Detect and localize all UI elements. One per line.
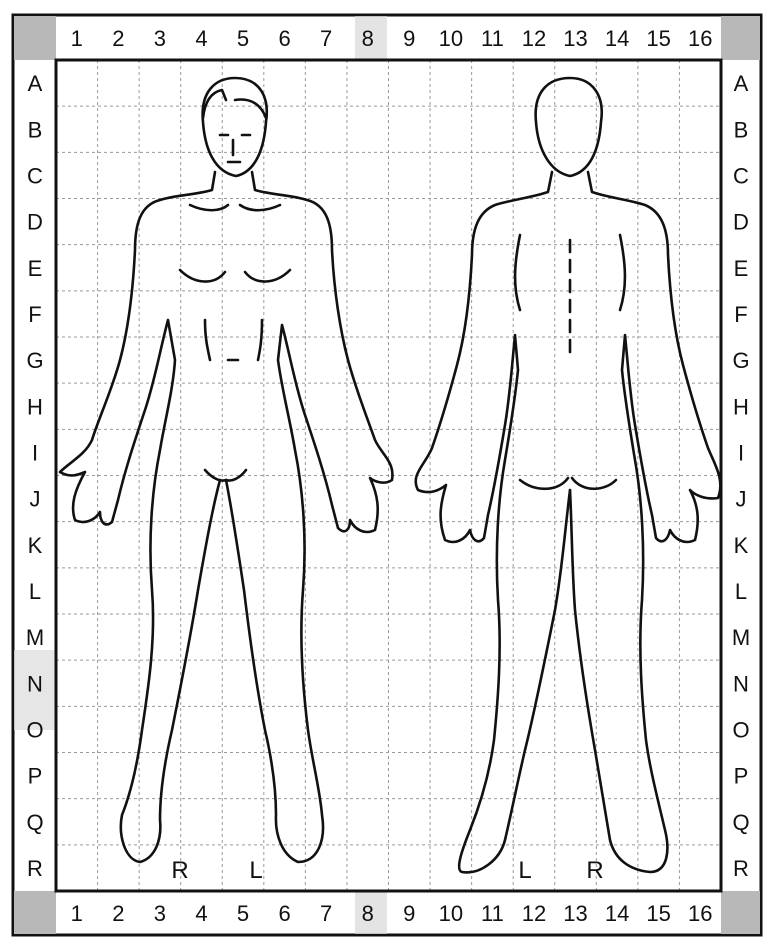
column-label-bottom: 2 bbox=[112, 901, 124, 926]
row-label-right: Q bbox=[732, 810, 749, 835]
column-label-top: 4 bbox=[195, 26, 207, 51]
column-label-top: 12 bbox=[522, 26, 546, 51]
back-right-label: R bbox=[586, 857, 603, 884]
row-label-left: R bbox=[27, 856, 43, 881]
row-label-left: E bbox=[28, 256, 43, 281]
row-label-left: K bbox=[28, 533, 43, 558]
row-label-left: L bbox=[29, 579, 41, 604]
row-label-right: B bbox=[734, 117, 749, 142]
row-label-left: F bbox=[28, 302, 41, 327]
row-label-left: D bbox=[27, 210, 43, 235]
column-label-bottom: 15 bbox=[646, 901, 670, 926]
column-label-top: 13 bbox=[563, 26, 587, 51]
column-label-top: 11 bbox=[481, 26, 504, 51]
column-label-top: 5 bbox=[237, 26, 249, 51]
column-label-top: 3 bbox=[154, 26, 166, 51]
row-label-right: J bbox=[736, 487, 747, 512]
row-label-right: D bbox=[733, 210, 749, 235]
column-label-top: 8 bbox=[362, 26, 374, 51]
row-label-left: Q bbox=[26, 810, 43, 835]
row-label-right: K bbox=[734, 533, 749, 558]
column-label-top: 9 bbox=[403, 26, 415, 51]
row-label-right: F bbox=[734, 302, 747, 327]
column-label-bottom: 9 bbox=[403, 901, 415, 926]
row-label-right: G bbox=[732, 348, 749, 373]
row-label-left: O bbox=[26, 717, 43, 742]
corner-shade-bl bbox=[14, 891, 56, 934]
row-label-left: G bbox=[26, 348, 43, 373]
front-right-label: R bbox=[171, 857, 188, 884]
column-label-bottom: 8 bbox=[362, 901, 374, 926]
row-label-left: H bbox=[27, 394, 43, 419]
row-label-left: J bbox=[30, 487, 41, 512]
column-label-bottom: 14 bbox=[605, 901, 629, 926]
column-label-top: 14 bbox=[605, 26, 629, 51]
column-label-bottom: 7 bbox=[320, 901, 332, 926]
row-label-right: I bbox=[738, 440, 744, 465]
column-label-bottom: 1 bbox=[71, 901, 83, 926]
row-label-right: R bbox=[733, 856, 749, 881]
back-left-label: L bbox=[518, 857, 531, 884]
row-label-right: O bbox=[732, 717, 749, 742]
column-label-bottom: 3 bbox=[154, 901, 166, 926]
column-label-top: 6 bbox=[278, 26, 290, 51]
row-label-right: L bbox=[735, 579, 747, 604]
row-label-right: M bbox=[732, 625, 750, 650]
row-label-right: E bbox=[734, 256, 749, 281]
corner-shade-br bbox=[721, 891, 760, 934]
column-label-bottom: 13 bbox=[563, 901, 587, 926]
column-label-bottom: 5 bbox=[237, 901, 249, 926]
row-label-left: B bbox=[28, 117, 43, 142]
column-label-top: 1 bbox=[71, 26, 83, 51]
column-label-top: 7 bbox=[320, 26, 332, 51]
corner-shade-tr bbox=[721, 16, 760, 60]
corner-shade-tl bbox=[14, 16, 56, 60]
column-label-bottom: 12 bbox=[522, 901, 546, 926]
column-label-top: 16 bbox=[688, 26, 712, 51]
row-label-left: P bbox=[28, 764, 43, 789]
column-label-bottom: 10 bbox=[439, 901, 463, 926]
column-label-bottom: 16 bbox=[688, 901, 712, 926]
row-label-left: C bbox=[27, 163, 43, 188]
row-label-right: C bbox=[733, 163, 749, 188]
column-label-top: 15 bbox=[646, 26, 670, 51]
column-label-top: 10 bbox=[439, 26, 463, 51]
column-label-bottom: 6 bbox=[278, 901, 290, 926]
row-label-left: M bbox=[26, 625, 44, 650]
row-label-left: A bbox=[28, 71, 43, 96]
row-label-left: N bbox=[27, 671, 43, 696]
column-label-bottom: 11 bbox=[481, 901, 504, 926]
row-label-right: A bbox=[734, 71, 749, 96]
row-label-right: P bbox=[734, 764, 749, 789]
row-label-right: H bbox=[733, 394, 749, 419]
row-label-right: N bbox=[733, 671, 749, 696]
column-label-bottom: 4 bbox=[195, 901, 207, 926]
row-label-left: I bbox=[32, 440, 38, 465]
front-left-label: L bbox=[249, 857, 262, 884]
column-label-top: 2 bbox=[112, 26, 124, 51]
